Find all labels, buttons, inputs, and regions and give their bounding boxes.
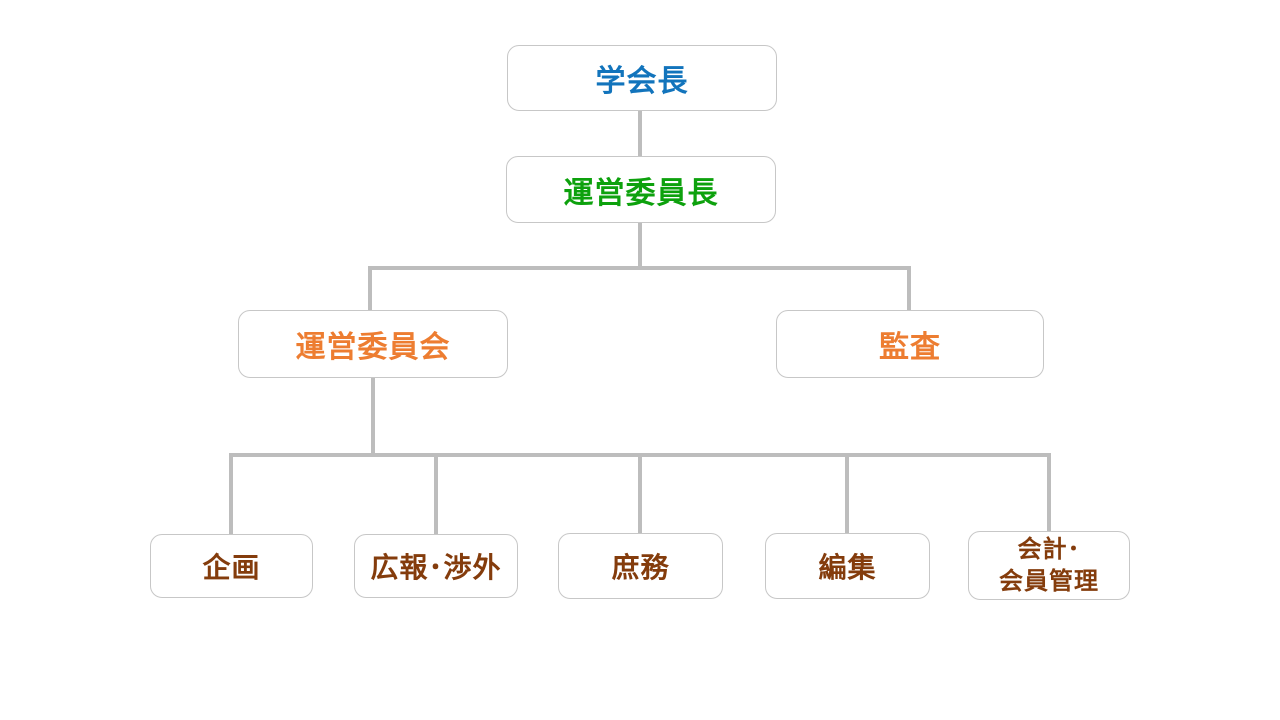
- connector-to-general-affairs: [638, 453, 642, 535]
- org-node-audit-label: 監査: [879, 331, 941, 364]
- connector-to-editing: [845, 453, 849, 535]
- connector-to-committee: [368, 266, 372, 311]
- connector-to-accounting: [1047, 453, 1051, 535]
- org-node-editing-label: 編集: [818, 552, 877, 583]
- org-node-general-affairs-label: 庶務: [611, 552, 670, 583]
- org-node-accounting-membership: 会計･ 会員管理: [968, 531, 1130, 600]
- org-node-accounting-membership-label: 会計･ 会員管理: [999, 535, 1099, 595]
- org-node-steering-chair-label: 運営委員長: [563, 176, 719, 210]
- org-node-president: 学会長: [507, 45, 777, 111]
- org-node-planning: 企画: [150, 534, 313, 598]
- org-node-general-affairs: 庶務: [558, 533, 723, 599]
- org-node-pr-liaison: 広報･渉外: [354, 534, 518, 598]
- org-node-steering-committee-label: 運営委員会: [295, 331, 451, 364]
- org-node-steering-chair: 運営委員長: [506, 156, 776, 223]
- connector-chair-down: [638, 223, 642, 270]
- connector-to-planning: [229, 453, 233, 535]
- connector-committee-down: [371, 378, 375, 457]
- connector-president-chair: [638, 111, 642, 157]
- org-node-president-label: 学会長: [595, 65, 689, 98]
- org-node-planning-label: 企画: [202, 552, 261, 583]
- connector-to-audit: [907, 266, 911, 311]
- org-node-steering-committee: 運営委員会: [238, 310, 508, 378]
- org-node-audit: 監査: [776, 310, 1044, 378]
- connector-to-pr-liaison: [434, 453, 438, 535]
- connector-level3-horizontal: [368, 266, 911, 270]
- org-node-pr-liaison-label: 広報･渉外: [370, 552, 502, 583]
- org-node-editing: 編集: [765, 533, 930, 599]
